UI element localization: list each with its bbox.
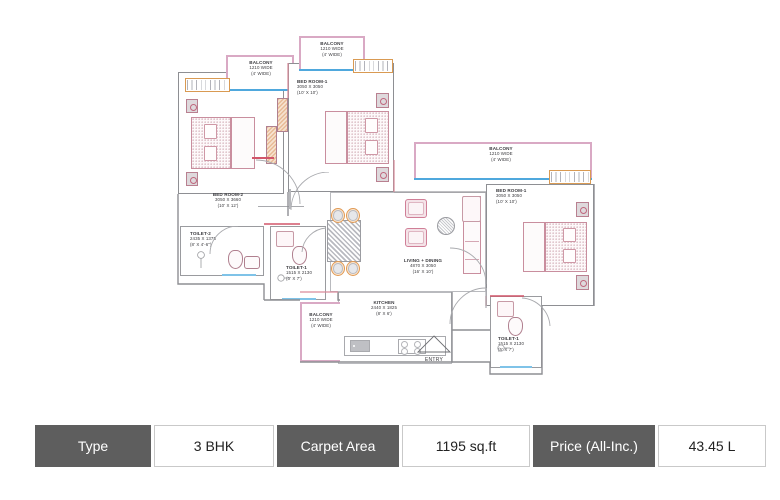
spec-value-price: 43.45 L	[658, 425, 766, 467]
bedroom-2-door-leaf	[252, 157, 274, 159]
toilet-2-window	[222, 274, 256, 277]
bedroom-2-bed-base	[231, 117, 255, 169]
dining-chair-2	[346, 208, 360, 223]
balcony-top-left-label: BALCONY 1210 WIDE (4' WIDE)	[249, 60, 273, 76]
dining-chair-4	[346, 261, 360, 276]
bedroom-2-door-swing-icon	[255, 159, 301, 205]
balcony-bottom-room	[300, 302, 340, 362]
bedroom-1-top-label: BED ROOM-1 3050 X 3050 (10' X 10')	[297, 79, 328, 95]
bedroom-2-door-arc	[258, 160, 304, 207]
bedroom-2-label: BED ROOM-2 3050 X 3660 (10' X 12')	[212, 192, 244, 208]
entry-label: ENTRY	[424, 357, 444, 363]
window-bars-icon	[355, 61, 391, 71]
bedroom-2-nightstand-top	[186, 99, 198, 113]
bedroom-2-window	[185, 78, 230, 92]
bedroom-1-top-window	[353, 59, 393, 73]
balcony-right-railing	[414, 178, 592, 180]
toilet-1-right-door-swing-icon	[521, 297, 551, 327]
common-bath-fixture	[462, 196, 481, 222]
bedroom-1-right-door-swing-icon	[449, 247, 487, 285]
entry-marker: ENTRY	[406, 334, 462, 363]
window-bars-icon	[551, 172, 589, 182]
toilet-2-washbasin	[244, 256, 260, 269]
toilet-1-right-shower	[497, 301, 514, 317]
bedroom-1-top-door-leaf	[289, 189, 291, 209]
toilet-1-center-floor-drain-icon	[277, 274, 290, 282]
spec-key-price: Price (All-Inc.)	[533, 425, 655, 467]
bedroom-1-top-bed-base	[325, 111, 347, 164]
balcony-bottom-label: BALCONY 1210 WIDE (4' WIDE)	[309, 312, 333, 328]
window-bars-icon	[187, 80, 228, 90]
toilet-1-right-window	[500, 366, 532, 369]
balcony-right-label: BALCONY 1210 WIDE (4' WIDE)	[489, 146, 513, 162]
living-round-table	[437, 217, 455, 235]
bedroom-1-right-nightstand-top	[576, 202, 589, 217]
toilet-1-center-wc	[292, 246, 307, 265]
spec-key-carpet-area: Carpet Area	[277, 425, 399, 467]
bedroom-1-right-bed	[545, 222, 587, 272]
bedroom-1-top-nightstand-top	[376, 93, 389, 108]
living-dining-label: LIVING + DINING 4870 X 3050 (16' X 10')	[403, 258, 443, 274]
toilet-1-center-door-swing-icon	[301, 227, 327, 253]
bedroom-1-right-bed-base	[523, 222, 545, 272]
dining-chair-3	[331, 261, 345, 276]
bedroom-1-top-pillow-2	[365, 140, 378, 155]
spec-value-carpet-area: 1195 sq.ft	[402, 425, 530, 467]
bedroom-1-top-pillow-1	[365, 118, 378, 133]
entry-door-swing-icon	[449, 287, 487, 325]
bedroom-1-top-nightstand-bottom	[376, 167, 389, 182]
toilet-1-center-shower	[276, 231, 294, 247]
balcony-right-room	[414, 142, 592, 180]
entry-arrow-icon	[416, 335, 452, 353]
bedroom-1-top-door-swing-icon	[290, 172, 330, 211]
bedroom-1-right-nightstand-bottom	[576, 275, 589, 290]
floor-plan-drawing: BALCONY 1210 WIDE (4' WIDE) BED ROOM-2 3…	[177, 36, 595, 375]
bedroom-1-right-pillow-2	[563, 249, 576, 263]
toilet-2-door-swing-icon	[209, 226, 239, 255]
balcony-top-left-room	[226, 55, 294, 91]
toilet-1-right-floor-drain-icon	[497, 344, 510, 352]
balcony-top-center-railing	[299, 69, 365, 71]
spec-bar: Type 3 BHK Carpet Area 1195 sq.ft Price …	[35, 425, 766, 467]
spec-key-type: Type	[35, 425, 151, 467]
dining-chair-1	[331, 208, 345, 223]
toilet-1-center-window	[282, 298, 316, 301]
bedroom-2-pillow-1	[204, 124, 217, 139]
bedroom-1-right-label: BED ROOM-1 3050 X 3050 (10' X 10')	[496, 188, 527, 204]
spec-value-type: 3 BHK	[154, 425, 274, 467]
kitchen-label: KITCHEN 2440 X 1825 (8' X 6')	[370, 300, 397, 316]
bedroom-1-right-pillow-1	[563, 228, 576, 242]
balcony-top-center-label: BALCONY 1210 WIDE (4' WIDE)	[320, 41, 344, 57]
sofa-seat-1	[405, 199, 427, 218]
dining-table	[327, 220, 361, 262]
kitchen-sink	[350, 340, 370, 352]
sofa-seat-2	[405, 228, 427, 247]
bedroom-1-top-wardrobe	[277, 98, 288, 132]
bedroom-2-wardrobe	[266, 126, 277, 164]
balcony-top-left-railing	[226, 89, 294, 91]
bedroom-2-nightstand-bottom	[186, 172, 198, 186]
bedroom-2-pillow-2	[204, 146, 217, 161]
toilet-1-center-label: TOILET-1 1515 X 2130 (5' X 7')	[286, 265, 313, 281]
bedroom-1-right-window	[549, 170, 591, 184]
